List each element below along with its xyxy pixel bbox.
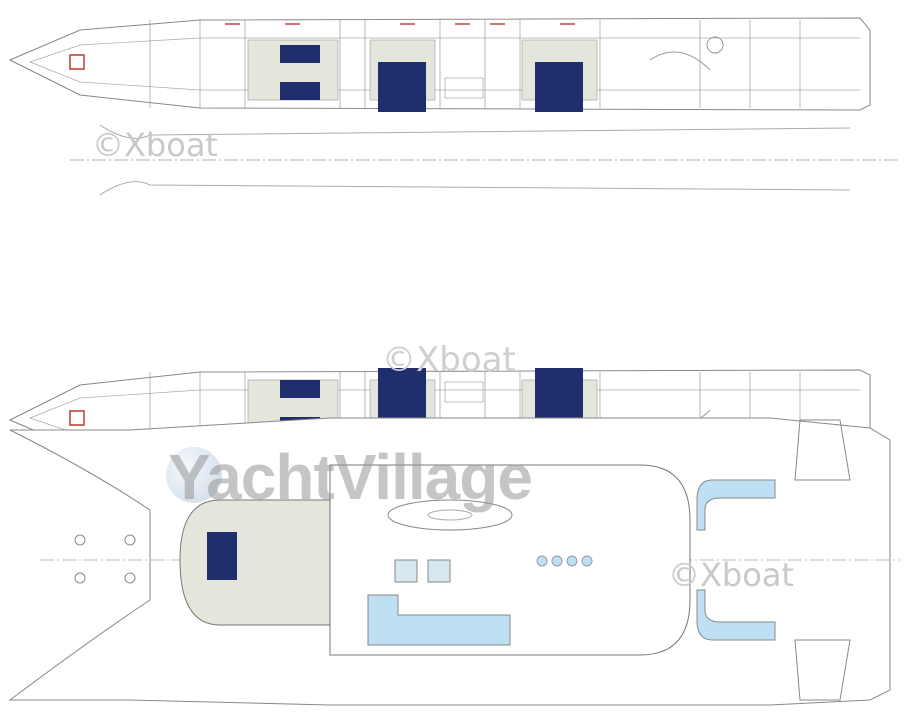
copyright-watermark: ©Xboat	[92, 126, 218, 164]
bridgedeck-outline-top	[99, 124, 851, 196]
yachtvillage-logo: YachtVillage	[168, 441, 533, 513]
lower-deck-port-hull	[9, 17, 871, 113]
main-deck-plan	[8, 417, 900, 706]
copyright-watermark-bottom: ©Xboat	[668, 556, 794, 594]
globe-logo-icon	[166, 447, 222, 503]
copyright-watermark-center: ©Xboat	[382, 340, 516, 380]
